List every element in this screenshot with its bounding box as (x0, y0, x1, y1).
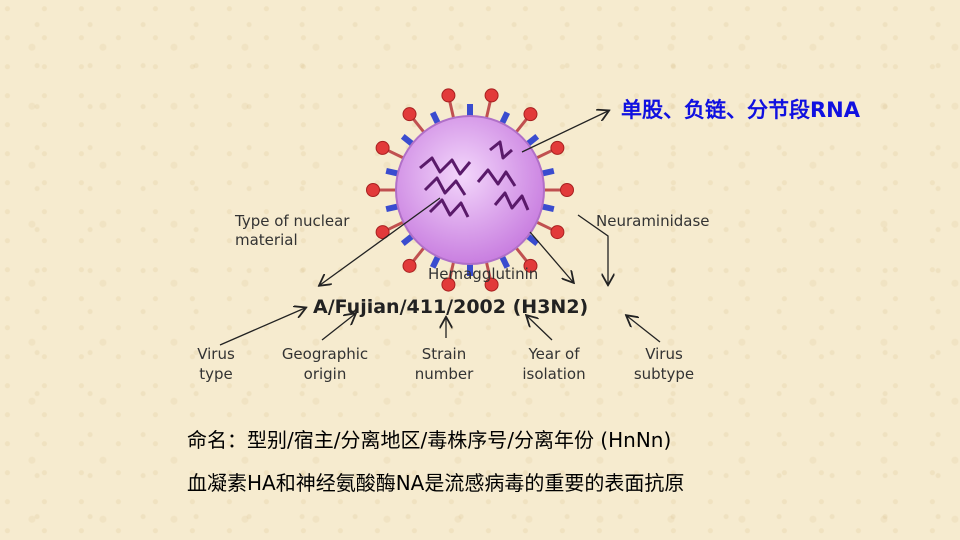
virus-envelope (395, 115, 545, 265)
rna-description: 单股、负链、分节段RNA (621, 98, 860, 122)
spike-head (560, 183, 574, 197)
spike-head (402, 258, 417, 273)
subtype-label-line1: Virus (645, 345, 683, 363)
antigen-text: 血凝素HA和神经氨酸酶NA是流感病毒的重要的表面抗原 (187, 471, 685, 495)
virus-type-label-line2: type (199, 365, 233, 383)
neuraminidase-label: Neuraminidase (596, 212, 710, 230)
rna-segment (493, 191, 530, 211)
hemagglutinin-spike (534, 148, 554, 161)
year-label-line1: Year of (528, 345, 581, 363)
virus-type-label-line1: Virus (197, 345, 235, 363)
hemagglutinin-arrow (529, 231, 573, 282)
hemagglutinin-spike (534, 219, 554, 232)
hemagglutinin-spike (448, 259, 456, 281)
rna-segment (423, 176, 467, 196)
spike-head (523, 107, 538, 122)
geo-origin-arrow (321, 314, 355, 341)
hemagglutinin-spike (386, 148, 406, 161)
hemagglutinin-spike (411, 245, 427, 263)
hemagglutinin-spike (386, 219, 406, 232)
hemagglutinin-spike (513, 245, 529, 263)
naming-rule-text: 命名：型别/宿主/分离地区/毒株序号/分离年份 (HnNn) (187, 428, 672, 452)
strain-name: A/Fujian/411/2002 (H3N2) (313, 296, 588, 318)
spike-head (366, 183, 380, 197)
spike-head (375, 225, 390, 240)
nuclear-label-line2: material (235, 231, 298, 249)
rna-segment (489, 140, 513, 160)
year-label-line2: isolation (522, 365, 585, 383)
rna-segments (419, 140, 530, 218)
surface-spikes (366, 88, 574, 292)
hemagglutinin-label: Hemagglutinin (428, 265, 538, 283)
spike-head (550, 140, 565, 155)
neuraminidase-arrow (577, 214, 608, 284)
spike-head (484, 88, 499, 103)
spike-head (523, 258, 538, 273)
rna-segment (476, 168, 517, 187)
nuclear-arrow (320, 197, 441, 285)
spike-head (484, 277, 499, 292)
hemagglutinin-spike (448, 99, 456, 121)
spike-head (441, 88, 456, 103)
hemagglutinin-spike (484, 99, 492, 121)
spike-head (375, 140, 390, 155)
strain-number-label-line2: number (415, 365, 474, 383)
virus-type-arrow (219, 308, 305, 346)
geo-origin-label-line2: origin (304, 365, 347, 383)
spike-head (441, 277, 456, 292)
strain-number-label-line1: Strain (422, 345, 466, 363)
year-arrow (527, 316, 553, 341)
spike-head (550, 225, 565, 240)
hemagglutinin-spike (484, 259, 492, 281)
spike-head (402, 107, 417, 122)
rna-segment (419, 156, 472, 176)
rna-segment (428, 198, 470, 218)
nuclear-label-line1: Type of nuclear (234, 212, 350, 230)
rna-pointer-arrow (521, 111, 608, 153)
subtype-label-line2: subtype (634, 365, 694, 383)
hemagglutinin-spike (411, 117, 427, 135)
geo-origin-label-line1: Geographic (282, 345, 368, 363)
subtype-arrow (627, 316, 661, 343)
hemagglutinin-spike (513, 117, 529, 135)
